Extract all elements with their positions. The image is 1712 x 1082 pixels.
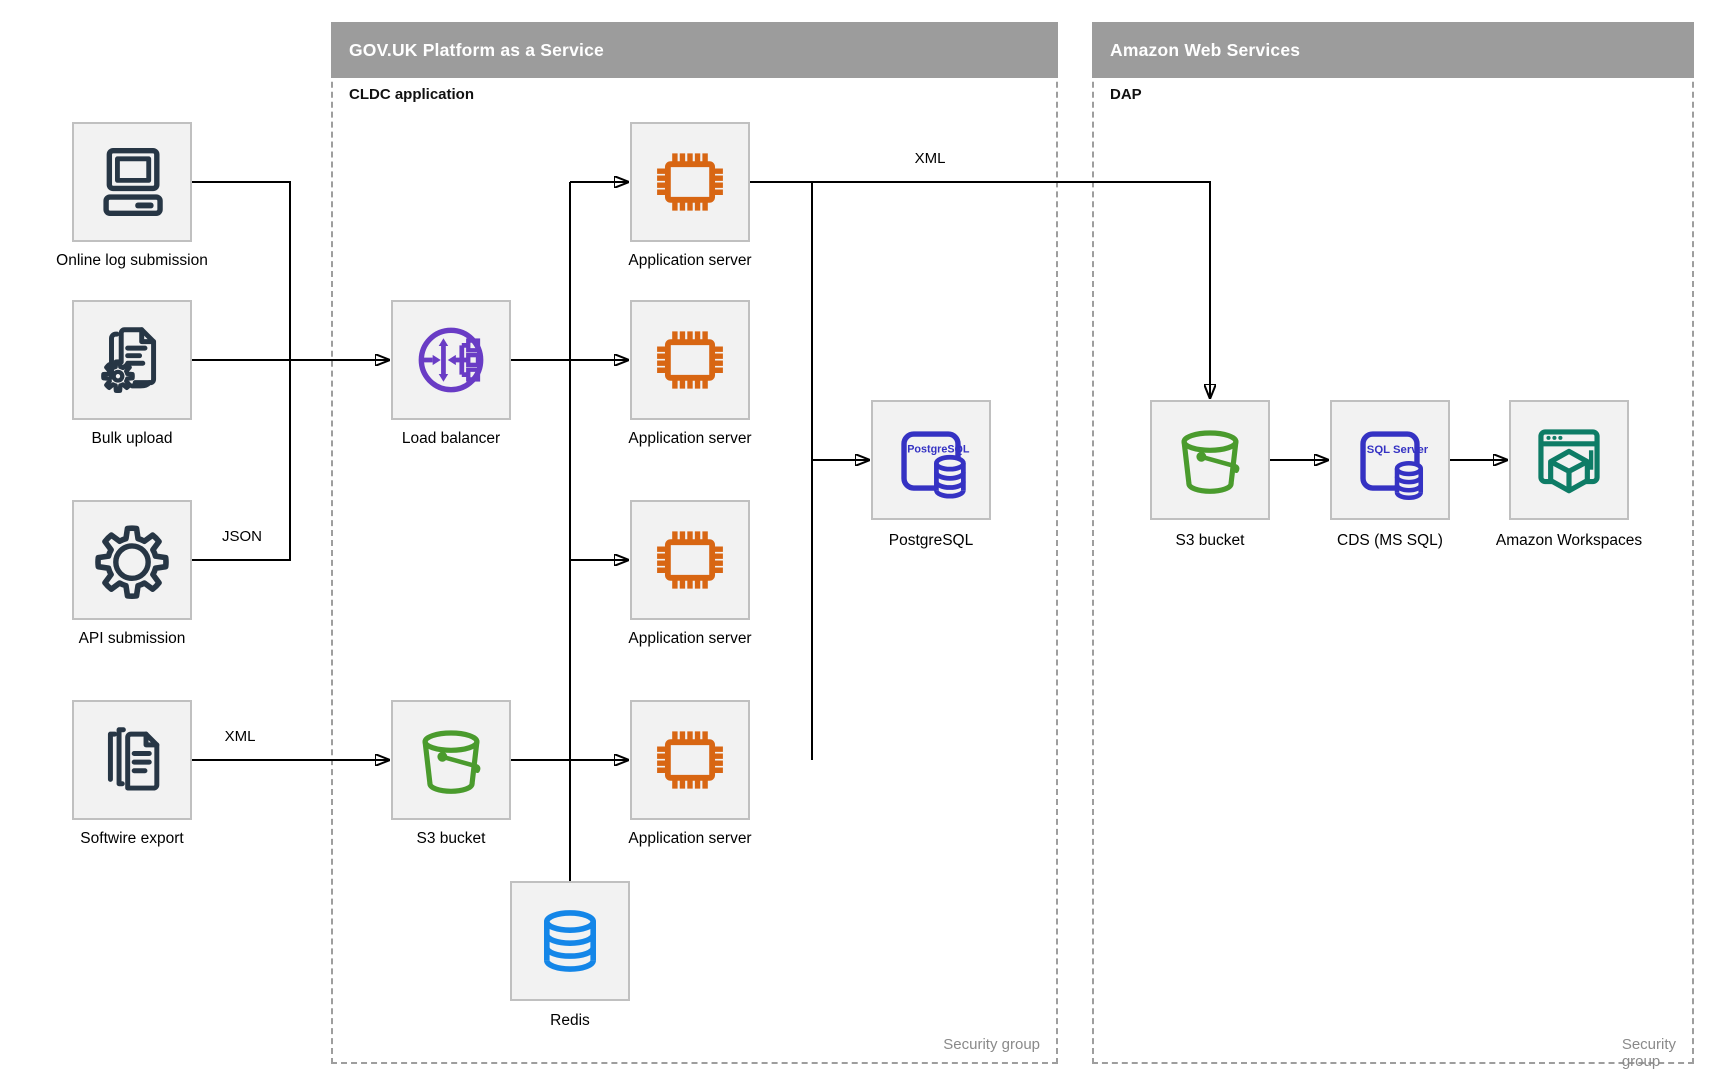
gear-icon <box>95 525 169 599</box>
aws-security-group-label: Security group <box>1621 1036 1676 1070</box>
label-postgresql: PostgreSQL <box>888 532 974 549</box>
s3-bucket-icon <box>1181 430 1240 494</box>
aws-title: Amazon Web Services <box>1110 39 1301 60</box>
node-app-server-3 <box>630 500 750 620</box>
sql-server-icon-text: SQL Server <box>1367 444 1429 456</box>
label-api-submission: API submission <box>78 630 186 647</box>
label-aws-s3-bucket: S3 bucket <box>1175 532 1245 549</box>
chip-icon <box>657 531 723 589</box>
edge-api-to-junction <box>192 360 291 561</box>
postgresql-icon-text: PostgreSQL <box>907 443 970 455</box>
label-app-server-2: Application server <box>628 430 752 447</box>
node-aws-s3-bucket <box>1150 400 1270 520</box>
node-app-server-4 <box>630 700 750 820</box>
postgresql-icon: PostgreSQL <box>901 431 970 499</box>
node-govuk-s3-bucket <box>391 700 511 820</box>
label-app-server-3: Application server <box>628 630 752 647</box>
dap-label: DAP <box>1110 86 1142 103</box>
label-bulk-upload: Bulk upload <box>91 430 173 447</box>
node-app-server-1 <box>630 122 750 242</box>
node-bulk-upload <box>72 300 192 420</box>
label-softwire-export: Softwire export <box>80 830 184 847</box>
aws-container: Amazon Web Services <box>1092 22 1694 1064</box>
govuk-paas-header: GOV.UK Platform as a Service <box>331 22 1058 78</box>
edge-label-xml-softwire: XML <box>224 728 256 745</box>
label-govuk-s3-bucket: S3 bucket <box>416 830 486 847</box>
workspaces-icon <box>1538 429 1600 494</box>
label-app-server-1: Application server <box>628 252 752 269</box>
label-redis: Redis <box>550 1012 590 1029</box>
label-app-server-4: Application server <box>628 830 752 847</box>
chip-icon <box>657 731 723 789</box>
govuk-security-group-label: Security group <box>943 1036 1040 1053</box>
computer-icon <box>103 148 163 216</box>
node-postgresql: PostgreSQL <box>871 400 991 520</box>
redis-database-icon <box>543 910 597 972</box>
edge-label-json: JSON <box>221 528 263 545</box>
edge-label-xml-aws: XML <box>914 150 946 167</box>
chip-icon <box>657 331 723 389</box>
node-online-log-submission <box>72 122 192 242</box>
label-amazon-workspaces: Amazon Workspaces <box>1495 532 1643 549</box>
node-softwire-export <box>72 700 192 820</box>
s3-bucket-icon <box>422 730 481 794</box>
sql-server-icon: SQL Server <box>1360 431 1429 500</box>
node-app-server-2 <box>630 300 750 420</box>
edge-online-log-to-junction <box>192 181 291 360</box>
node-load-balancer <box>391 300 511 420</box>
node-redis <box>510 881 630 1001</box>
load-balancer-icon <box>418 327 484 393</box>
edge-app1-to-aws-s3 <box>750 181 1210 398</box>
aws-header: Amazon Web Services <box>1092 22 1694 78</box>
node-api-submission <box>72 500 192 620</box>
documents-stack-icon <box>107 727 160 791</box>
document-gear-icon <box>101 327 157 394</box>
govuk-paas-container: GOV.UK Platform as a Service <box>331 22 1058 1064</box>
govuk-paas-title: GOV.UK Platform as a Service <box>349 39 604 60</box>
label-load-balancer: Load balancer <box>401 430 501 447</box>
chip-icon <box>657 153 723 211</box>
cldc-application-label: CLDC application <box>349 86 475 103</box>
label-cds-mssql: CDS (MS SQL) <box>1337 532 1443 549</box>
node-amazon-workspaces <box>1509 400 1629 520</box>
node-cds-mssql: SQL Server <box>1330 400 1450 520</box>
label-online-log-submission: Online log submission <box>56 252 208 269</box>
